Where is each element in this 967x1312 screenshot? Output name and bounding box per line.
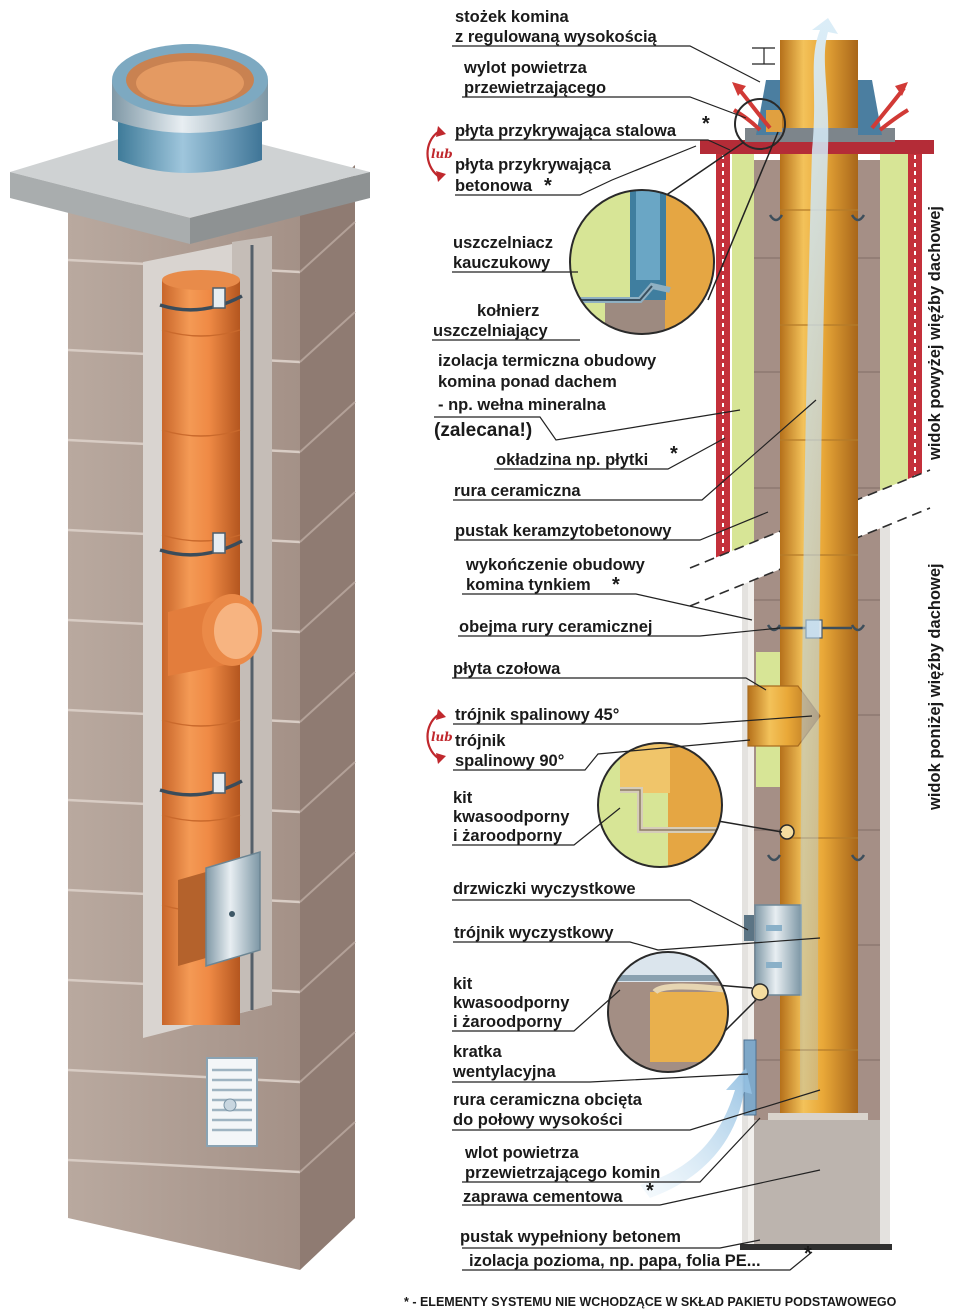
label-outlet-1: wylot powietrza <box>463 59 588 77</box>
label-cone-1: stożek komina <box>455 8 570 26</box>
label-mortar: zaprawa cementowa <box>463 1188 623 1206</box>
or-marker-tee: lub <box>426 709 453 764</box>
detail-magnifier-kit-1 <box>597 742 783 868</box>
height-adjust-mark <box>752 47 775 65</box>
label-insulation-4: (zalecana!) <box>434 420 532 441</box>
tee-branch-3d <box>168 594 262 676</box>
label-cleanout-tee: trójnik wyczystkowy <box>454 924 614 942</box>
label-cleanout-door: drzwiczki wyczystkowe <box>453 880 636 898</box>
label-block: pustak keramzytobetonowy <box>455 522 672 540</box>
or-marker: lub <box>426 126 453 182</box>
star-cladding: * <box>670 443 678 465</box>
label-ceramic-pipe: rura ceramiczna <box>454 482 581 500</box>
star-horizontal-insulation: * <box>804 1243 812 1265</box>
chimney-cross-section <box>640 18 934 1250</box>
detail-magnifier-seal <box>569 131 779 335</box>
labels: stożek komina z regulowaną wysokością wy… <box>433 8 812 1270</box>
or-label-tee: lub <box>431 730 453 744</box>
label-cladding: okładzina np. płytki <box>496 451 648 469</box>
star-mortar: * <box>646 1180 654 1202</box>
label-front-plate: płyta czołowa <box>453 660 561 678</box>
label-cut-pipe-2: do połowy wysokości <box>453 1111 623 1129</box>
detail-magnifier-kit-2 <box>607 951 757 1073</box>
label-steel-plate: płyta przykrywająca stalowa <box>455 122 677 140</box>
concrete-block <box>754 1120 880 1245</box>
label-kit1-3: i żaroodporny <box>453 827 563 845</box>
label-kit2-2: kwasoodporny <box>453 994 570 1012</box>
label-kit2-3: i żaroodporny <box>453 1013 563 1031</box>
label-grille-1: kratka <box>453 1043 502 1061</box>
label-insulation-1: izolacja termiczna obudowy <box>438 352 657 370</box>
label-collar-2: uszczelniający <box>433 322 548 340</box>
label-cone-2: z regulowaną wysokością <box>455 28 658 46</box>
label-plaster-2: komina tynkiem <box>466 576 591 594</box>
label-kit1-1: kit <box>453 789 473 807</box>
or-label: lub <box>431 147 453 161</box>
block-joints-side <box>299 221 356 1173</box>
label-collar-1: kołnierz <box>477 302 539 320</box>
leader-lines <box>432 45 821 1271</box>
star-steel-plate: * <box>702 113 710 135</box>
horizontal-insulation <box>740 1244 892 1250</box>
air-inlet-arrow <box>640 1068 752 1198</box>
chimney-3d-view <box>10 44 370 1270</box>
star-plaster: * <box>612 574 620 596</box>
label-tee-90-2: spalinowy 90° <box>455 752 564 770</box>
label-kit1-2: kwasoodporny <box>453 808 570 826</box>
label-cut-pipe-1: rura ceramiczna obcięta <box>453 1091 643 1109</box>
star-concrete-plate: * <box>544 175 552 197</box>
cement-mortar <box>768 1113 868 1121</box>
label-concrete-plate-2: betonowa <box>455 177 533 195</box>
label-clamp: obejma rury ceramicznej <box>459 618 653 636</box>
label-tee-90-1: trójnik <box>455 732 506 750</box>
cleanout-door-3d <box>178 850 261 968</box>
label-inlet-2: przewietrzającego komin <box>465 1164 660 1182</box>
cleanout-door-section <box>744 904 802 996</box>
chimney-right-face <box>300 165 355 1270</box>
label-inlet-1: wlot powietrza <box>464 1144 579 1162</box>
label-horizontal-insulation: izolacja pozioma, np. papa, folia PE... <box>469 1252 761 1270</box>
side-label-above-roof: widok powyżej więźby dachowej <box>926 206 944 461</box>
label-grille-2: wentylacyjna <box>452 1063 557 1081</box>
label-insulation-2: komina ponad dachem <box>438 373 617 391</box>
label-concrete-block: pustak wypełniony betonem <box>460 1228 681 1246</box>
footnote: * - ELEMENTY SYSTEMU NIE WCHODZĄCE W SKŁ… <box>404 1295 897 1309</box>
label-tee-45: trójnik spalinowy 45° <box>455 706 619 724</box>
label-concrete-plate-1: płyta przykrywająca <box>455 156 612 174</box>
pipe-clamp <box>159 294 243 797</box>
label-rubber-seal-2: kauczukowy <box>453 254 551 272</box>
side-label-below-roof: widok poniżej więźby dachowej <box>926 563 944 811</box>
air-flow-up <box>800 18 838 1100</box>
vent-grille-3d <box>206 1057 258 1147</box>
label-kit2-1: kit <box>453 975 473 993</box>
label-insulation-3: - np. wełna mineralna <box>438 396 607 414</box>
label-outlet-2: przewietrzającego <box>464 79 606 97</box>
label-rubber-seal-1: uszczelniacz <box>453 234 553 252</box>
chimney-cap-3d <box>112 44 268 173</box>
detail-circle-top <box>734 98 786 150</box>
insulation-layer <box>732 150 754 570</box>
label-plaster-1: wykończenie obudowy <box>465 556 646 574</box>
